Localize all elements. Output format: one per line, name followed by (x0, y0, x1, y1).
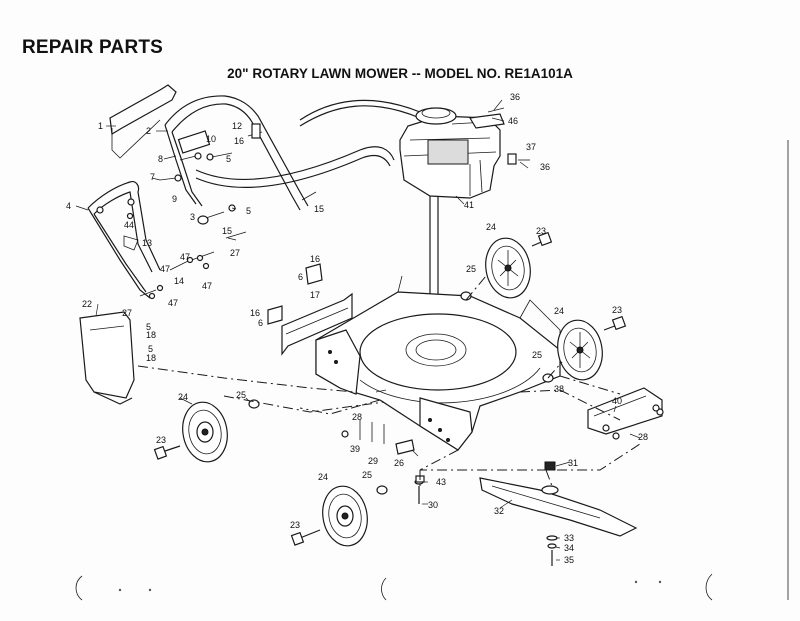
callout-41: 41 (464, 200, 474, 210)
callout-47a: 47 (180, 252, 190, 262)
callout-24c: 24 (178, 392, 188, 402)
callout-24a: 24 (486, 222, 496, 232)
callout-5a: 5 (226, 154, 231, 164)
callout-25b: 25 (532, 350, 542, 360)
callout-33: 33 (564, 533, 574, 543)
callout-23d: 23 (290, 520, 300, 530)
callout-29: 29 (368, 456, 378, 466)
callout-38: 38 (554, 384, 564, 394)
callout-37: 37 (526, 142, 536, 152)
callout-9: 9 (172, 194, 177, 204)
callout-leaders (75, 99, 641, 561)
callout-12: 12 (232, 121, 242, 131)
callout-6a: 6 (298, 272, 303, 282)
callout-46: 46 (508, 116, 518, 126)
callout-labels: 1 2 3 4 5 5 5 5 6 6 7 8 9 10 12 13 14 15… (66, 92, 648, 565)
callout-28a: 28 (352, 412, 362, 422)
callout-5c: 5 (146, 322, 151, 332)
rear-baffle-part (267, 263, 353, 356)
callout-25a: 25 (466, 264, 476, 274)
callout-40: 40 (612, 396, 622, 406)
side-bracket-part (587, 387, 664, 435)
deck-hardware (341, 404, 660, 483)
callout-32: 32 (494, 506, 504, 516)
callout-36a: 36 (510, 92, 520, 102)
callout-17: 17 (310, 290, 320, 300)
callout-24b: 24 (554, 306, 564, 316)
callout-15a: 15 (222, 226, 232, 236)
callout-31: 31 (568, 458, 578, 468)
wheel-front-right (542, 315, 627, 383)
callout-15b: 15 (314, 204, 324, 214)
callout-16a: 16 (234, 136, 244, 146)
section-title: REPAIR PARTS (22, 37, 164, 58)
callout-36b: 36 (540, 162, 550, 172)
grass-deflector-part (79, 311, 135, 405)
callout-2: 2 (146, 126, 151, 136)
callout-27b: 27 (122, 308, 132, 318)
callout-39: 39 (350, 444, 360, 454)
callout-43: 43 (436, 477, 446, 487)
callout-1: 1 (98, 121, 103, 131)
callout-18a: 18 (146, 330, 156, 340)
callout-47d: 47 (168, 298, 178, 308)
callout-16b: 16 (310, 254, 320, 264)
wheel-rear-left (153, 399, 260, 463)
callout-7: 7 (150, 172, 155, 182)
blade-part (479, 461, 638, 537)
callout-24d: 24 (318, 472, 328, 482)
callout-22: 22 (82, 299, 92, 309)
callout-27a: 27 (230, 248, 240, 258)
scan-artifacts (75, 140, 789, 601)
callout-14: 14 (174, 276, 184, 286)
callout-5d: 5 (148, 344, 153, 354)
callout-26: 26 (394, 458, 404, 468)
callout-13: 13 (142, 238, 152, 248)
assembly-centerlines (137, 275, 641, 487)
callout-25c: 25 (236, 390, 246, 400)
engine-hardware (487, 107, 530, 165)
callout-23a: 23 (536, 226, 546, 236)
callout-47c: 47 (202, 281, 212, 291)
callout-6b: 6 (258, 318, 263, 328)
callout-25d: 25 (362, 470, 372, 480)
callout-47b: 47 (160, 264, 170, 274)
wheel-front-left (290, 485, 388, 547)
callout-16c: 16 (250, 308, 260, 318)
mower-deck-part (315, 275, 561, 451)
callout-23c: 23 (156, 435, 166, 445)
callout-30: 30 (428, 500, 438, 510)
diagram-title: 20" ROTARY LAWN MOWER -- MODEL NO. RE1A1… (227, 66, 573, 81)
engine-part (399, 107, 505, 199)
callout-23b: 23 (612, 305, 622, 315)
callout-35: 35 (564, 555, 574, 565)
wheel-rear-right (460, 231, 553, 301)
callout-10: 10 (206, 134, 216, 144)
callout-44: 44 (124, 220, 134, 230)
callout-34: 34 (564, 543, 574, 553)
callout-3: 3 (190, 212, 195, 222)
callout-28b: 28 (638, 432, 648, 442)
upper-handle-part (109, 84, 309, 211)
callout-18b: 18 (146, 353, 156, 363)
callout-4: 4 (66, 201, 71, 211)
callout-5b: 5 (246, 206, 251, 216)
callout-8: 8 (158, 154, 163, 164)
handle-hardware (126, 123, 317, 300)
cable-part (195, 99, 421, 189)
